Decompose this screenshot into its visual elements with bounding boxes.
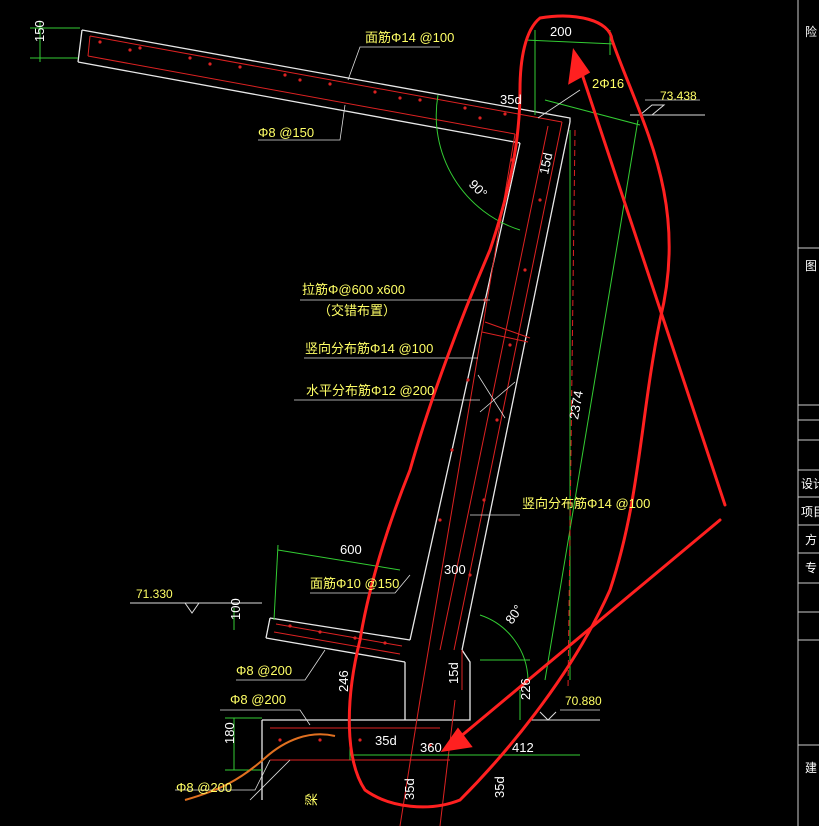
title-block-text-3: 项目 [801, 505, 819, 519]
dim-35d-v1: 35d [402, 778, 417, 800]
rebar-lines [87, 35, 563, 826]
dim-35d-top: 35d [500, 92, 522, 107]
dim-35d-base: 35d [375, 733, 397, 748]
dim-15d-low: 15d [446, 662, 461, 684]
elevation-bottom: 70.880 [565, 694, 602, 708]
elevation-markers [130, 104, 705, 721]
concrete-outline [77, 29, 571, 800]
dim-246: 246 [336, 670, 351, 692]
label-base-dist-1: Φ8 @200 [230, 692, 286, 707]
elevation-top: 73.438 [660, 89, 697, 103]
label-top-slab-dist: Φ8 @150 [258, 125, 314, 140]
dim-360: 360 [420, 740, 442, 755]
label-base-dist-2: Φ8 @200 [176, 780, 232, 795]
label-tie-note: （交错布置） [318, 303, 396, 318]
label-beam: 梁 [304, 793, 319, 806]
label-ledge-rebar: 面筋Φ10 @150 [310, 576, 399, 591]
dimension-lines [30, 22, 641, 771]
dim-angle-90: 90° [466, 177, 491, 202]
label-top-slab-rebar: 面筋Φ14 @100 [365, 30, 454, 45]
leader-lines [175, 46, 700, 801]
dim-2374: 2374 [566, 389, 586, 420]
dim-100: 100 [228, 598, 243, 620]
title-block [797, 0, 819, 826]
red-markup [347, 14, 727, 809]
elevation-left: 71.330 [136, 587, 173, 601]
title-block-text-1: 图 [805, 259, 817, 273]
title-block-text-4: 方 [805, 532, 817, 547]
label-vert-dist-2: 竖向分布筋Φ14 @100 [522, 496, 650, 511]
dim-412: 412 [512, 740, 534, 755]
label-ledge-dist: Φ8 @200 [236, 663, 292, 678]
dim-200: 200 [550, 24, 572, 39]
dim-180: 180 [222, 722, 237, 744]
title-block-text-0: 险 [805, 24, 817, 39]
title-block-text-6: 建 [805, 761, 817, 775]
dim-300: 300 [444, 562, 466, 577]
dim-35d-v2: 35d [492, 776, 507, 798]
title-block-text-2: 设计 [801, 477, 819, 491]
label-top-bar: 2Φ16 [592, 76, 624, 91]
rebar-dots [98, 40, 542, 747]
center-line [567, 129, 576, 691]
dim-angle-80: 80° [502, 602, 526, 627]
label-horiz-dist: 水平分布筋Φ12 @200 [306, 383, 434, 398]
title-block-text-5: 专 [805, 560, 817, 575]
orange-stroke [184, 733, 336, 801]
dim-226: 226 [518, 678, 533, 700]
dim-600: 600 [340, 542, 362, 557]
label-vert-dist-1: 竖向分布筋Φ14 @100 [305, 341, 433, 356]
dim-150: 150 [32, 20, 47, 42]
dim-15d-top: 15d [536, 151, 555, 175]
label-tie-bars: 拉筋Φ@600 x600 [302, 282, 405, 297]
